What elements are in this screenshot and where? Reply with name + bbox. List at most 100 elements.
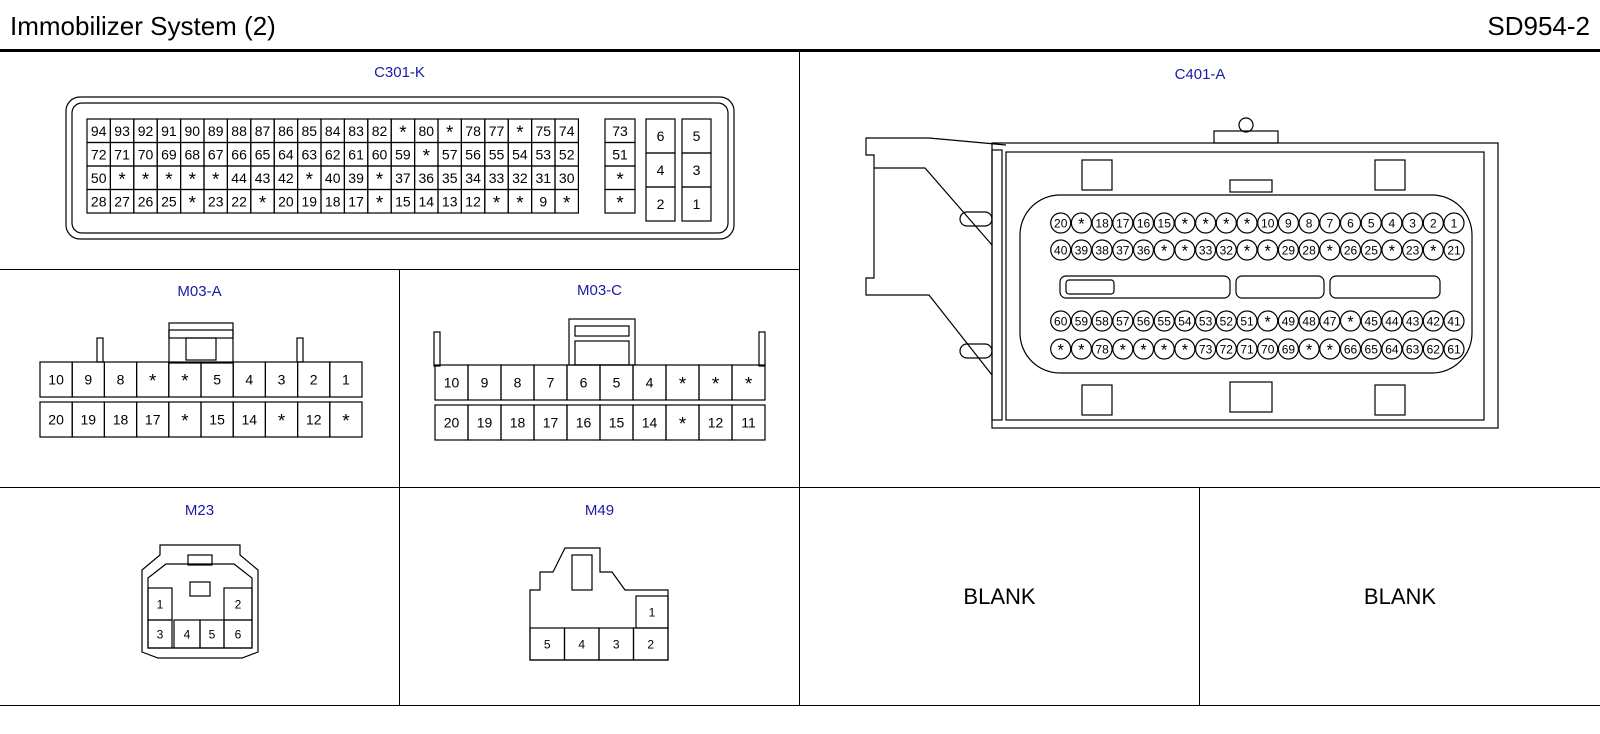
pin-label: * [1058, 342, 1065, 360]
pin-circle [1236, 239, 1258, 261]
pin-label: 9 [539, 193, 547, 209]
blank-label: BLANK [1363, 584, 1437, 609]
pin-label: 5 [213, 372, 221, 388]
pin-label: 10 [48, 372, 64, 388]
pin-label: 1 [1451, 216, 1458, 230]
pin-circle [1422, 212, 1444, 234]
pin-label: 87 [255, 123, 271, 139]
pin-circle [1339, 338, 1362, 360]
pin-label: 89 [208, 123, 224, 139]
pin-label: 8 [514, 375, 522, 391]
pin-circle [1277, 338, 1300, 360]
pin-label: 35 [442, 170, 458, 186]
pin-label: 29 [1282, 243, 1296, 257]
pin-cell [632, 627, 669, 661]
pin-label: 42 [278, 170, 294, 186]
pin-label: 68 [185, 146, 201, 162]
pin-label: * [563, 193, 571, 214]
pin-circle [1298, 212, 1320, 234]
pin-label: * [679, 414, 687, 435]
pin-label: 37 [395, 170, 411, 186]
pin-circle [1401, 338, 1424, 360]
pin-circle [1174, 212, 1196, 234]
pin-label: 17 [145, 412, 161, 428]
pin-circle [1091, 310, 1113, 332]
pin-label: 66 [231, 146, 247, 162]
pin-cell [223, 619, 253, 649]
pin-circle [1112, 310, 1134, 332]
pin-label: 44 [231, 170, 247, 186]
pin-circle [1401, 212, 1424, 234]
pin-circle [1153, 239, 1175, 261]
pin-label: 18 [510, 415, 526, 431]
pin-label: 72 [1220, 342, 1234, 356]
connector-body [65, 96, 735, 240]
pin-label: 37 [1116, 243, 1130, 257]
pin-label: 91 [161, 123, 177, 139]
pin-circle [1070, 239, 1093, 261]
pin-label: 3 [1409, 216, 1416, 230]
pin-label: * [679, 374, 687, 395]
pin-circle [1257, 212, 1279, 234]
pin-circle [1360, 212, 1382, 234]
pin-cell [731, 364, 766, 401]
pin-label: 65 [255, 146, 271, 162]
pin-label: 3 [613, 637, 620, 651]
pin-circle [1091, 338, 1113, 360]
pin-label: 17 [348, 193, 364, 209]
pin-label: 88 [231, 123, 247, 139]
pin-circle [1132, 338, 1155, 360]
pin-label: 73 [612, 123, 628, 139]
pin-label: 9 [84, 372, 92, 388]
pin-label: 2 [1430, 216, 1437, 230]
pin-label: * [149, 371, 157, 392]
pin-circle [1257, 239, 1279, 261]
pin-label: * [1347, 314, 1354, 332]
pin-circle [1401, 310, 1424, 332]
pin-label: 34 [465, 170, 481, 186]
pin-label: * [376, 193, 384, 214]
pin-circle [1443, 338, 1465, 360]
pin-label: 9 [481, 375, 489, 391]
panel-blank-2: BLANK [1200, 488, 1600, 706]
pin-label: 12 [708, 415, 724, 431]
pin-label: 27 [114, 193, 130, 209]
pin-label: 80 [419, 123, 435, 139]
connector-tab [1238, 117, 1254, 133]
pin-label: * [306, 169, 314, 190]
connector-body [71, 102, 729, 234]
pin-circle [1298, 310, 1320, 332]
pin-label: 5 [209, 627, 216, 641]
pin-label: 25 [1365, 243, 1379, 257]
pin-label: 82 [372, 123, 388, 139]
pin-label: 85 [302, 123, 318, 139]
pin-circle [1112, 212, 1134, 234]
pin-circle [1050, 310, 1072, 332]
connector-key [1059, 275, 1231, 299]
pin-label: 43 [1406, 314, 1420, 328]
header-rule [0, 49, 1600, 52]
pin-label: 52 [559, 146, 575, 162]
pin-label: 56 [1137, 314, 1151, 328]
pin-circle [1360, 338, 1382, 360]
pin-label: 62 [1427, 342, 1441, 356]
connector-body [1005, 151, 1485, 421]
panel-m03c: M03-C [400, 270, 800, 488]
pin-label: 14 [642, 415, 658, 431]
pin-label: 20 [48, 412, 64, 428]
connector-clip [1081, 384, 1113, 416]
connector-label-m49: M49 [584, 502, 615, 519]
diagram-title: Immobilizer System (2) [10, 11, 276, 41]
pin-label: * [212, 169, 220, 190]
pin-label: 15 [1158, 216, 1172, 230]
connector-latch [187, 554, 213, 566]
pin-label: * [189, 169, 197, 190]
pin-label: 51 [612, 146, 628, 162]
pin-circle [1050, 338, 1072, 360]
pin-label: 17 [1116, 216, 1130, 230]
pin-label: 2 [647, 637, 654, 651]
pin-label: 78 [465, 123, 481, 139]
pin-label: * [446, 122, 454, 143]
pin-label: * [1244, 243, 1251, 261]
pin-label: 32 [1220, 243, 1234, 257]
